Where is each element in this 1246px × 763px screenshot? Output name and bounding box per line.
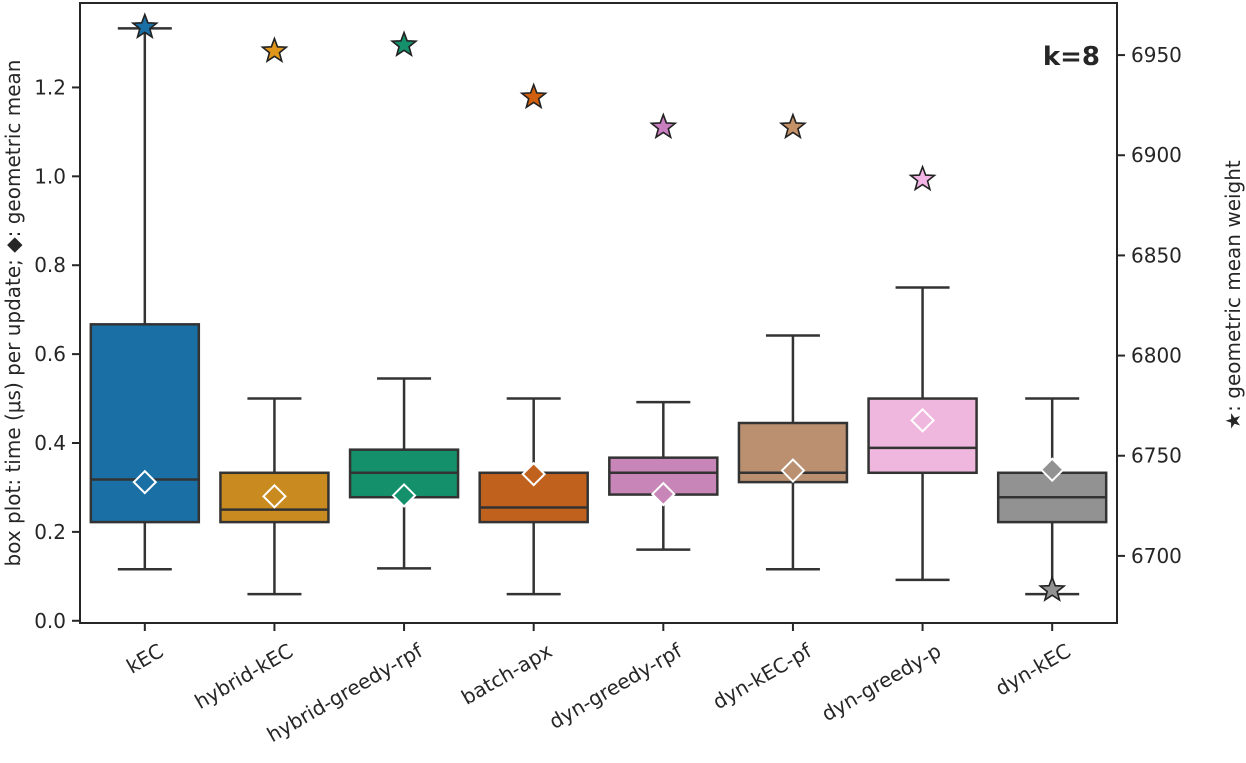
- geomean-weight-star: [389, 30, 419, 58]
- x-tick-label-dyn-kEC-pf: dyn-kEC-pf: [709, 638, 817, 714]
- y-tick-label: 0.8: [34, 253, 66, 277]
- geomean-diamond: [910, 407, 935, 433]
- y2-tick-label: 6800: [1131, 344, 1182, 368]
- y2-tick-label: 6850: [1131, 243, 1182, 267]
- geomean-weight-star: [649, 112, 678, 140]
- geomean-diamond: [1039, 457, 1065, 483]
- box-group-hybrid-greedy-rpf: [348, 30, 460, 570]
- box-group-dyn-greedy-p: [867, 164, 978, 582]
- x-tick-label-dyn-greedy-rpf: dyn-greedy-rpf: [545, 638, 687, 734]
- x-tick-label-dyn-greedy-p: dyn-greedy-p: [817, 639, 945, 727]
- y-axis-label: box plot: time (μs) per update; ◆: geome…: [1, 60, 25, 567]
- geomean-diamond: [391, 483, 417, 508]
- geomean-weight-star: [1038, 575, 1067, 602]
- x-tick-label-kEC: kEC: [122, 639, 167, 679]
- y-tick-label: 0.6: [34, 342, 66, 366]
- box-group-hybrid-kEC: [219, 36, 330, 596]
- geomean-weight-star: [778, 112, 808, 140]
- geomean-diamond: [780, 458, 806, 483]
- axes: 0.0 0.2 0.4 0.6 0.8 1.0 1.2 6700 6750 6800 6850 690…: [34, 2, 1182, 747]
- plot-area: [89, 12, 1108, 602]
- geomean-diamond: [262, 483, 287, 509]
- geomean-diamond: [132, 469, 158, 495]
- k-annotation: k=8: [1043, 42, 1100, 72]
- box-group-dyn-kEC: [996, 397, 1108, 602]
- geomean-weight-star: [519, 82, 548, 110]
- y-tick-label: 1.0: [34, 164, 66, 188]
- plot-frame: [79, 2, 1118, 624]
- x-tick-label-dyn-kEC: dyn-kEC: [991, 639, 1075, 701]
- box-group-batch-apx: [478, 82, 589, 596]
- geomean-weight-star: [130, 12, 159, 39]
- box-group-dyn-greedy-rpf: [608, 112, 719, 551]
- y2-tick-label: 6700: [1131, 544, 1182, 568]
- y2-tick-label: 6750: [1131, 444, 1182, 468]
- y2-tick-label: 6900: [1131, 143, 1182, 167]
- geomean-weight-star: [908, 164, 937, 192]
- y-tick-label: 1.2: [34, 75, 66, 99]
- box-group-dyn-kEC-pf: [737, 112, 849, 571]
- y2-tick-label: 6950: [1131, 43, 1182, 67]
- x-tick-label-hybrid-kEC: hybrid-kEC: [190, 639, 296, 714]
- y-tick-label: 0.0: [34, 609, 66, 633]
- y2-axis-label: ★: geometric mean weight: [1221, 160, 1245, 430]
- geomean-weight-star: [260, 36, 289, 64]
- box-group-kEC: [89, 12, 201, 571]
- geomean-diamond: [650, 481, 676, 507]
- y-tick-label: 0.2: [34, 520, 66, 544]
- y-tick-label: 0.4: [34, 431, 66, 455]
- geomean-diamond: [521, 461, 547, 487]
- x-tick-label-batch-apx: batch-apx: [457, 638, 556, 709]
